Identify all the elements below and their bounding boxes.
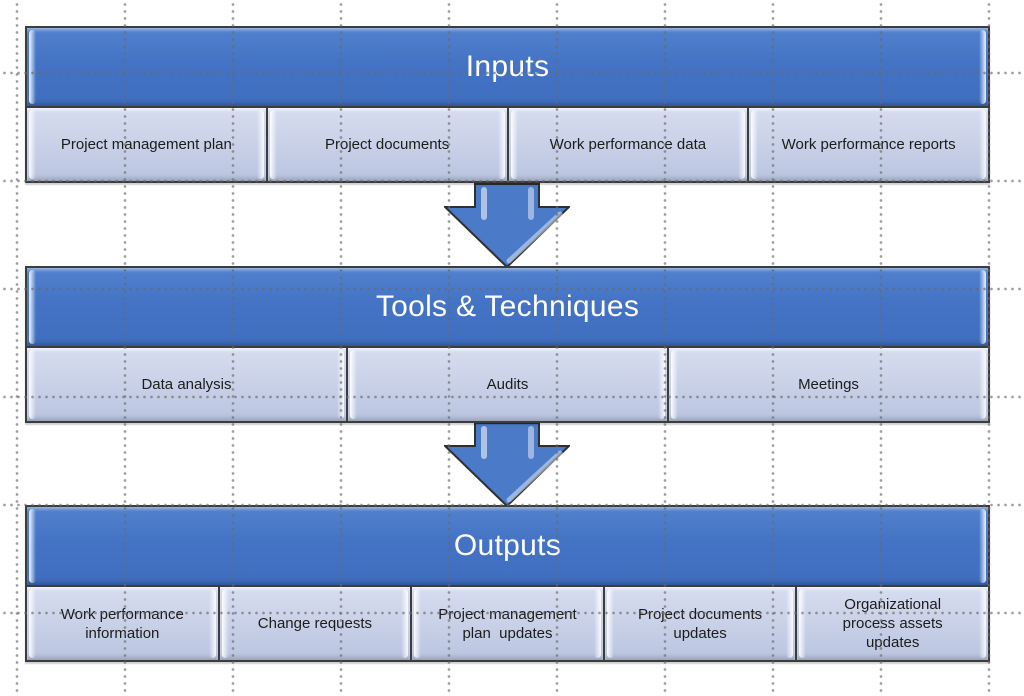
cell-label: Change requests	[257, 615, 373, 632]
input-item-work-performance-data: Work performance data	[506, 108, 748, 181]
output-item-change-requests: Change requests	[217, 587, 411, 660]
cell-label: Meetings	[798, 376, 859, 393]
cell-label: Organizational process assets updates	[842, 596, 943, 651]
cell-label: Audits	[486, 376, 529, 393]
input-item-project-documents: Project documents	[265, 108, 507, 181]
inputs-title: Inputs	[465, 50, 550, 83]
cell-label: Work performance information	[60, 605, 184, 642]
tools-techniques-title: Tools & Techniques	[375, 290, 640, 323]
output-item-project-management-plan-updates: Project management plan updates	[410, 587, 603, 660]
input-item-project-management-plan: Project management plan	[27, 108, 266, 181]
tool-item-meetings: Meetings	[667, 348, 988, 421]
outputs-items-row: Work performance information Change requ…	[27, 587, 988, 660]
cell-label: Work performance data	[549, 136, 707, 153]
output-item-organizational-process-assets-updates: Organizational process assets updates	[795, 587, 988, 660]
cell-label: Project management plan	[60, 136, 232, 153]
input-item-work-performance-reports: Work performance reports	[747, 108, 988, 181]
outputs-header: Outputs	[27, 507, 988, 587]
output-item-project-documents-updates: Project documents updates	[602, 587, 796, 660]
cell-label: Project documents updates	[637, 605, 763, 642]
outputs-title: Outputs	[453, 529, 562, 562]
output-item-work-performance-information: Work performance information	[27, 587, 218, 660]
cell-label: Project documents	[325, 136, 450, 153]
tools-techniques-header: Tools & Techniques	[27, 268, 988, 348]
inputs-items-row: Project management plan Project document…	[27, 108, 988, 181]
cell-label: Project management plan updates	[438, 605, 577, 642]
inputs-section: Inputs Project management plan Project d…	[25, 26, 990, 183]
down-arrow-icon	[444, 183, 570, 268]
tools-techniques-section: Tools & Techniques Data analysis Audits …	[25, 266, 990, 423]
cell-label: Data analysis	[141, 376, 232, 393]
tools-items-row: Data analysis Audits Meetings	[27, 348, 988, 421]
cell-label: Work performance reports	[781, 136, 956, 153]
inputs-header: Inputs	[27, 28, 988, 108]
tool-item-audits: Audits	[346, 348, 667, 421]
down-arrow-icon	[444, 422, 570, 507]
tool-item-data-analysis: Data analysis	[27, 348, 346, 421]
outputs-section: Outputs Work performance information Cha…	[25, 505, 990, 662]
